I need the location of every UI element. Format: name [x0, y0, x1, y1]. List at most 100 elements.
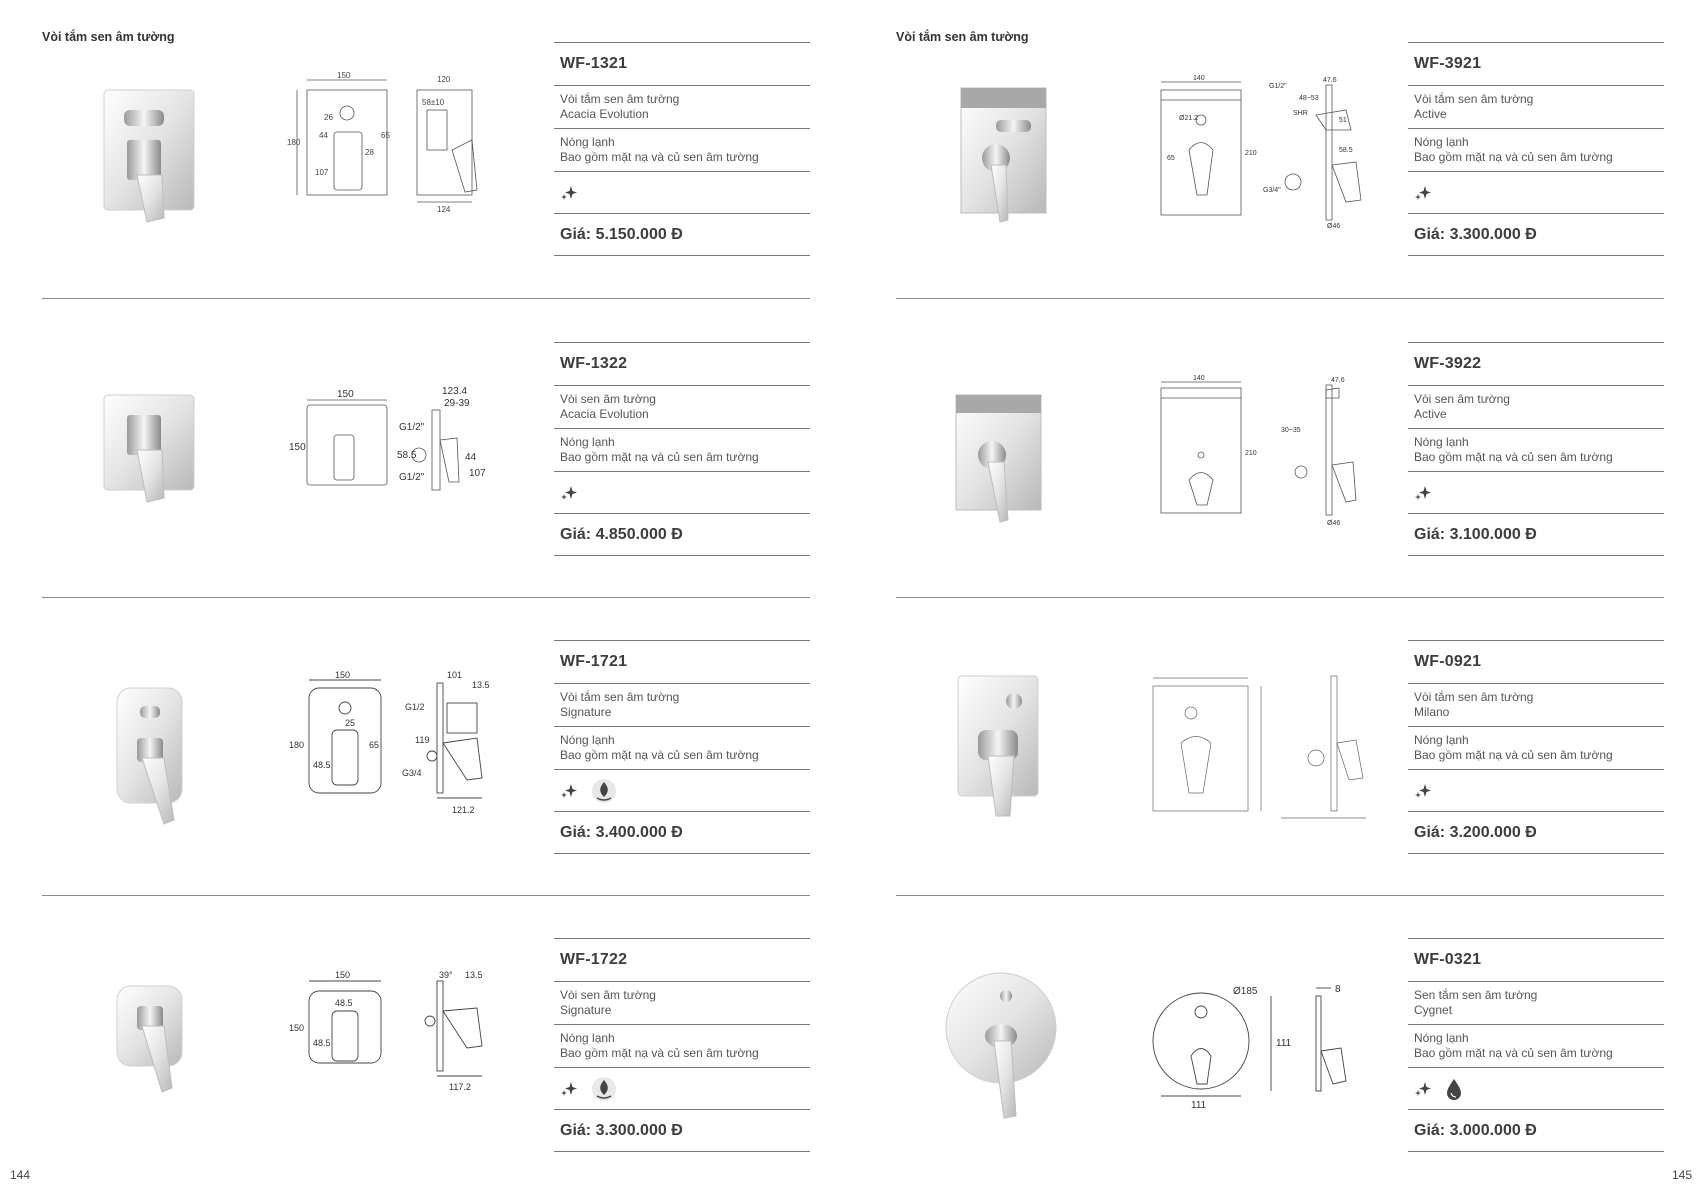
- row-divider: [896, 298, 1664, 299]
- svg-text:180: 180: [287, 138, 301, 147]
- product-type: Vòi sen âm tường: [1414, 392, 1510, 406]
- svg-text:117.2: 117.2: [449, 1082, 471, 1092]
- svg-text:Ø21.2: Ø21.2: [1179, 115, 1198, 122]
- svg-text:SHR: SHR: [1293, 110, 1308, 117]
- svg-text:107: 107: [315, 168, 329, 177]
- svg-text:48.5: 48.5: [335, 998, 353, 1008]
- svg-text:150: 150: [337, 389, 354, 400]
- svg-text:44: 44: [465, 452, 477, 463]
- svg-text:47.6: 47.6: [1331, 377, 1345, 384]
- product-includes: Bao gồm mặt nạ và củ sen âm tường: [560, 1046, 759, 1060]
- product-type: Vòi tắm sen âm tường: [1414, 690, 1534, 704]
- product-series: Acacia Evolution: [560, 407, 649, 421]
- svg-text:58.5: 58.5: [397, 450, 417, 461]
- water-drop-icon: [1444, 1077, 1464, 1101]
- svg-text:150: 150: [289, 442, 306, 453]
- sparkle-icon: [1414, 484, 1432, 502]
- product-series: Cygnet: [1414, 1003, 1453, 1017]
- product-series: Active: [1414, 407, 1447, 421]
- svg-text:150: 150: [335, 970, 350, 980]
- product-code: WF-1721: [560, 653, 628, 670]
- product-series: Milano: [1414, 705, 1450, 719]
- svg-text:Ø46: Ø46: [1327, 223, 1340, 230]
- technical-drawing: Ø185 8 111 111: [1141, 966, 1416, 1146]
- product-photo: [896, 966, 1106, 1146]
- product-series: Signature: [560, 1003, 612, 1017]
- svg-text:51: 51: [1339, 117, 1347, 124]
- product-feature: Nóng lạnh: [1414, 733, 1469, 747]
- product-price: Giá: 5.150.000 Đ: [560, 225, 683, 243]
- svg-text:47.6: 47.6: [1323, 77, 1337, 84]
- svg-text:13.5: 13.5: [465, 970, 483, 980]
- svg-text:25: 25: [345, 718, 355, 728]
- svg-text:G1/2": G1/2": [1269, 83, 1287, 90]
- eco-flow-icon: [590, 777, 618, 805]
- product-code: WF-1722: [560, 951, 628, 968]
- product-feature: Nóng lạnh: [1414, 435, 1469, 449]
- product-code: WF-3922: [1414, 355, 1482, 372]
- section-title: Vòi tắm sen âm tường: [896, 30, 1029, 44]
- product-feature: Nóng lạnh: [1414, 135, 1469, 149]
- svg-text:G1/2": G1/2": [399, 472, 425, 483]
- product-price: Giá: 3.300.000 Đ: [1414, 225, 1537, 243]
- svg-text:210: 210: [1245, 450, 1257, 457]
- product-photo: [896, 668, 1106, 848]
- product-row-wf-0321: Ø185 8 111 111 WF-0321 Sen tắm sen âm tư…: [896, 936, 1664, 1190]
- product-row-wf-1722: 150 150 48.5 39° 13.5 48.5 117.2 WF-1722…: [42, 936, 810, 1190]
- product-feature: Nóng lạnh: [560, 1031, 615, 1045]
- svg-text:65: 65: [381, 131, 390, 140]
- svg-text:210: 210: [1245, 150, 1257, 157]
- eco-flow-icon: [590, 1075, 618, 1103]
- row-divider: [42, 298, 810, 299]
- product-feature: Nóng lạnh: [560, 435, 615, 449]
- svg-text:150: 150: [337, 71, 351, 80]
- product-type: Sen tắm sen âm tường: [1414, 988, 1538, 1002]
- product-type: Vòi tắm sen âm tường: [560, 690, 680, 704]
- technical-drawing: 140 210 47.6 30~35 Ø46: [1141, 370, 1416, 550]
- product-price: Giá: 3.300.000 Đ: [560, 1121, 683, 1139]
- product-includes: Bao gồm mặt nạ và củ sen âm tường: [1414, 150, 1613, 164]
- product-includes: Bao gồm mặt nạ và củ sen âm tường: [1414, 1046, 1613, 1060]
- row-divider: [896, 895, 1664, 896]
- product-price: Giá: 3.200.000 Đ: [1414, 823, 1537, 841]
- svg-text:G3/4": G3/4": [1263, 187, 1281, 194]
- svg-text:121.2: 121.2: [452, 805, 475, 815]
- product-row-wf-3922: 140 210 47.6 30~35 Ø46 WF-3922 Vòi sen â…: [896, 340, 1664, 638]
- product-includes: Bao gồm mặt nạ và củ sen âm tường: [1414, 450, 1613, 464]
- svg-text:124: 124: [437, 205, 451, 214]
- svg-text:120: 120: [437, 75, 451, 84]
- product-code: WF-3921: [1414, 55, 1482, 72]
- svg-text:140: 140: [1193, 75, 1205, 82]
- product-row-wf-3921: 140 210 Ø21.2 65 G1/2" 47.6 48~53 51 58.…: [896, 40, 1664, 338]
- product-type: Vòi tắm sen âm tường: [560, 92, 680, 106]
- sparkle-icon: [1414, 184, 1432, 202]
- sparkle-icon: [1414, 782, 1432, 800]
- product-row-wf-1721: 150 180 101 13.5 G1/2 G3/4 48.5 65 119 1…: [42, 638, 810, 936]
- product-series: Acacia Evolution: [560, 107, 649, 121]
- product-price: Giá: 4.850.000 Đ: [560, 525, 683, 543]
- product-row-wf-1322: 150 150 123.4 29-39 G1/2" 58.5 G1/2" 44 …: [42, 340, 810, 638]
- product-feature: Nóng lạnh: [560, 135, 615, 149]
- technical-drawing: 150 120 180 26 44 65 28 107 58±10 124: [287, 70, 562, 250]
- sparkle-icon: [560, 184, 578, 202]
- product-type: Vòi sen âm tường: [560, 988, 656, 1002]
- product-photo: [42, 668, 252, 848]
- svg-text:8: 8: [1335, 984, 1341, 995]
- svg-text:Ø46: Ø46: [1327, 520, 1340, 527]
- product-feature: Nóng lạnh: [560, 733, 615, 747]
- product-type: Vòi tắm sen âm tường: [1414, 92, 1534, 106]
- product-code: WF-0321: [1414, 951, 1482, 968]
- section-title: Vòi tắm sen âm tường: [42, 30, 175, 44]
- svg-text:30~35: 30~35: [1281, 427, 1301, 434]
- svg-text:G1/2": G1/2": [399, 422, 425, 433]
- svg-text:65: 65: [1167, 155, 1175, 162]
- svg-text:44: 44: [319, 131, 328, 140]
- svg-text:65: 65: [369, 740, 379, 750]
- svg-text:39°: 39°: [439, 970, 453, 980]
- technical-drawing: 150 150 123.4 29-39 G1/2" 58.5 G1/2" 44 …: [287, 370, 562, 550]
- product-price: Giá: 3.100.000 Đ: [1414, 525, 1537, 543]
- svg-text:58±10: 58±10: [422, 98, 445, 107]
